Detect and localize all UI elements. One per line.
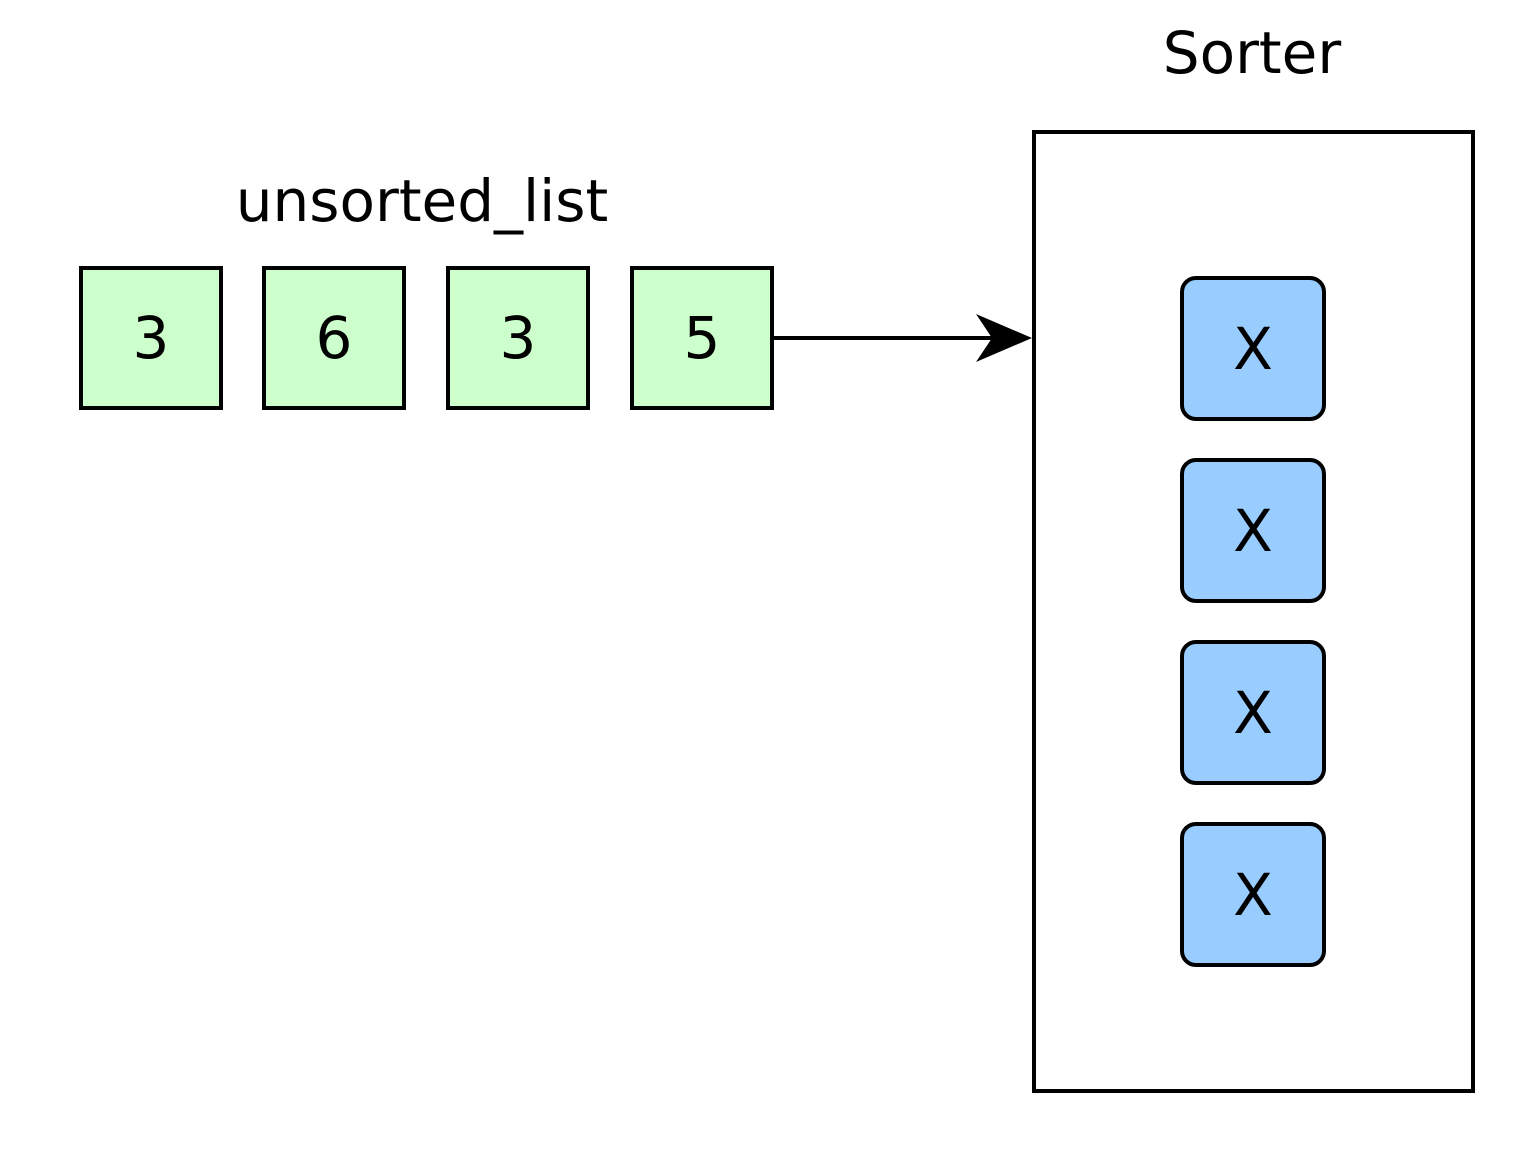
list-cell: 5 — [630, 266, 774, 410]
list-cell: 3 — [446, 266, 590, 410]
sorter-slot: X — [1180, 640, 1326, 785]
flow-arrow-icon — [774, 314, 1032, 362]
sorter-label: Sorter — [1162, 19, 1342, 87]
list-cell: 6 — [262, 266, 406, 410]
sorter-slot: X — [1180, 458, 1326, 603]
list-cell: 3 — [79, 266, 223, 410]
sorter-slot: X — [1180, 822, 1326, 967]
unsorted-list-label: unsorted_list — [235, 167, 609, 235]
sorter-slot: X — [1180, 276, 1326, 421]
